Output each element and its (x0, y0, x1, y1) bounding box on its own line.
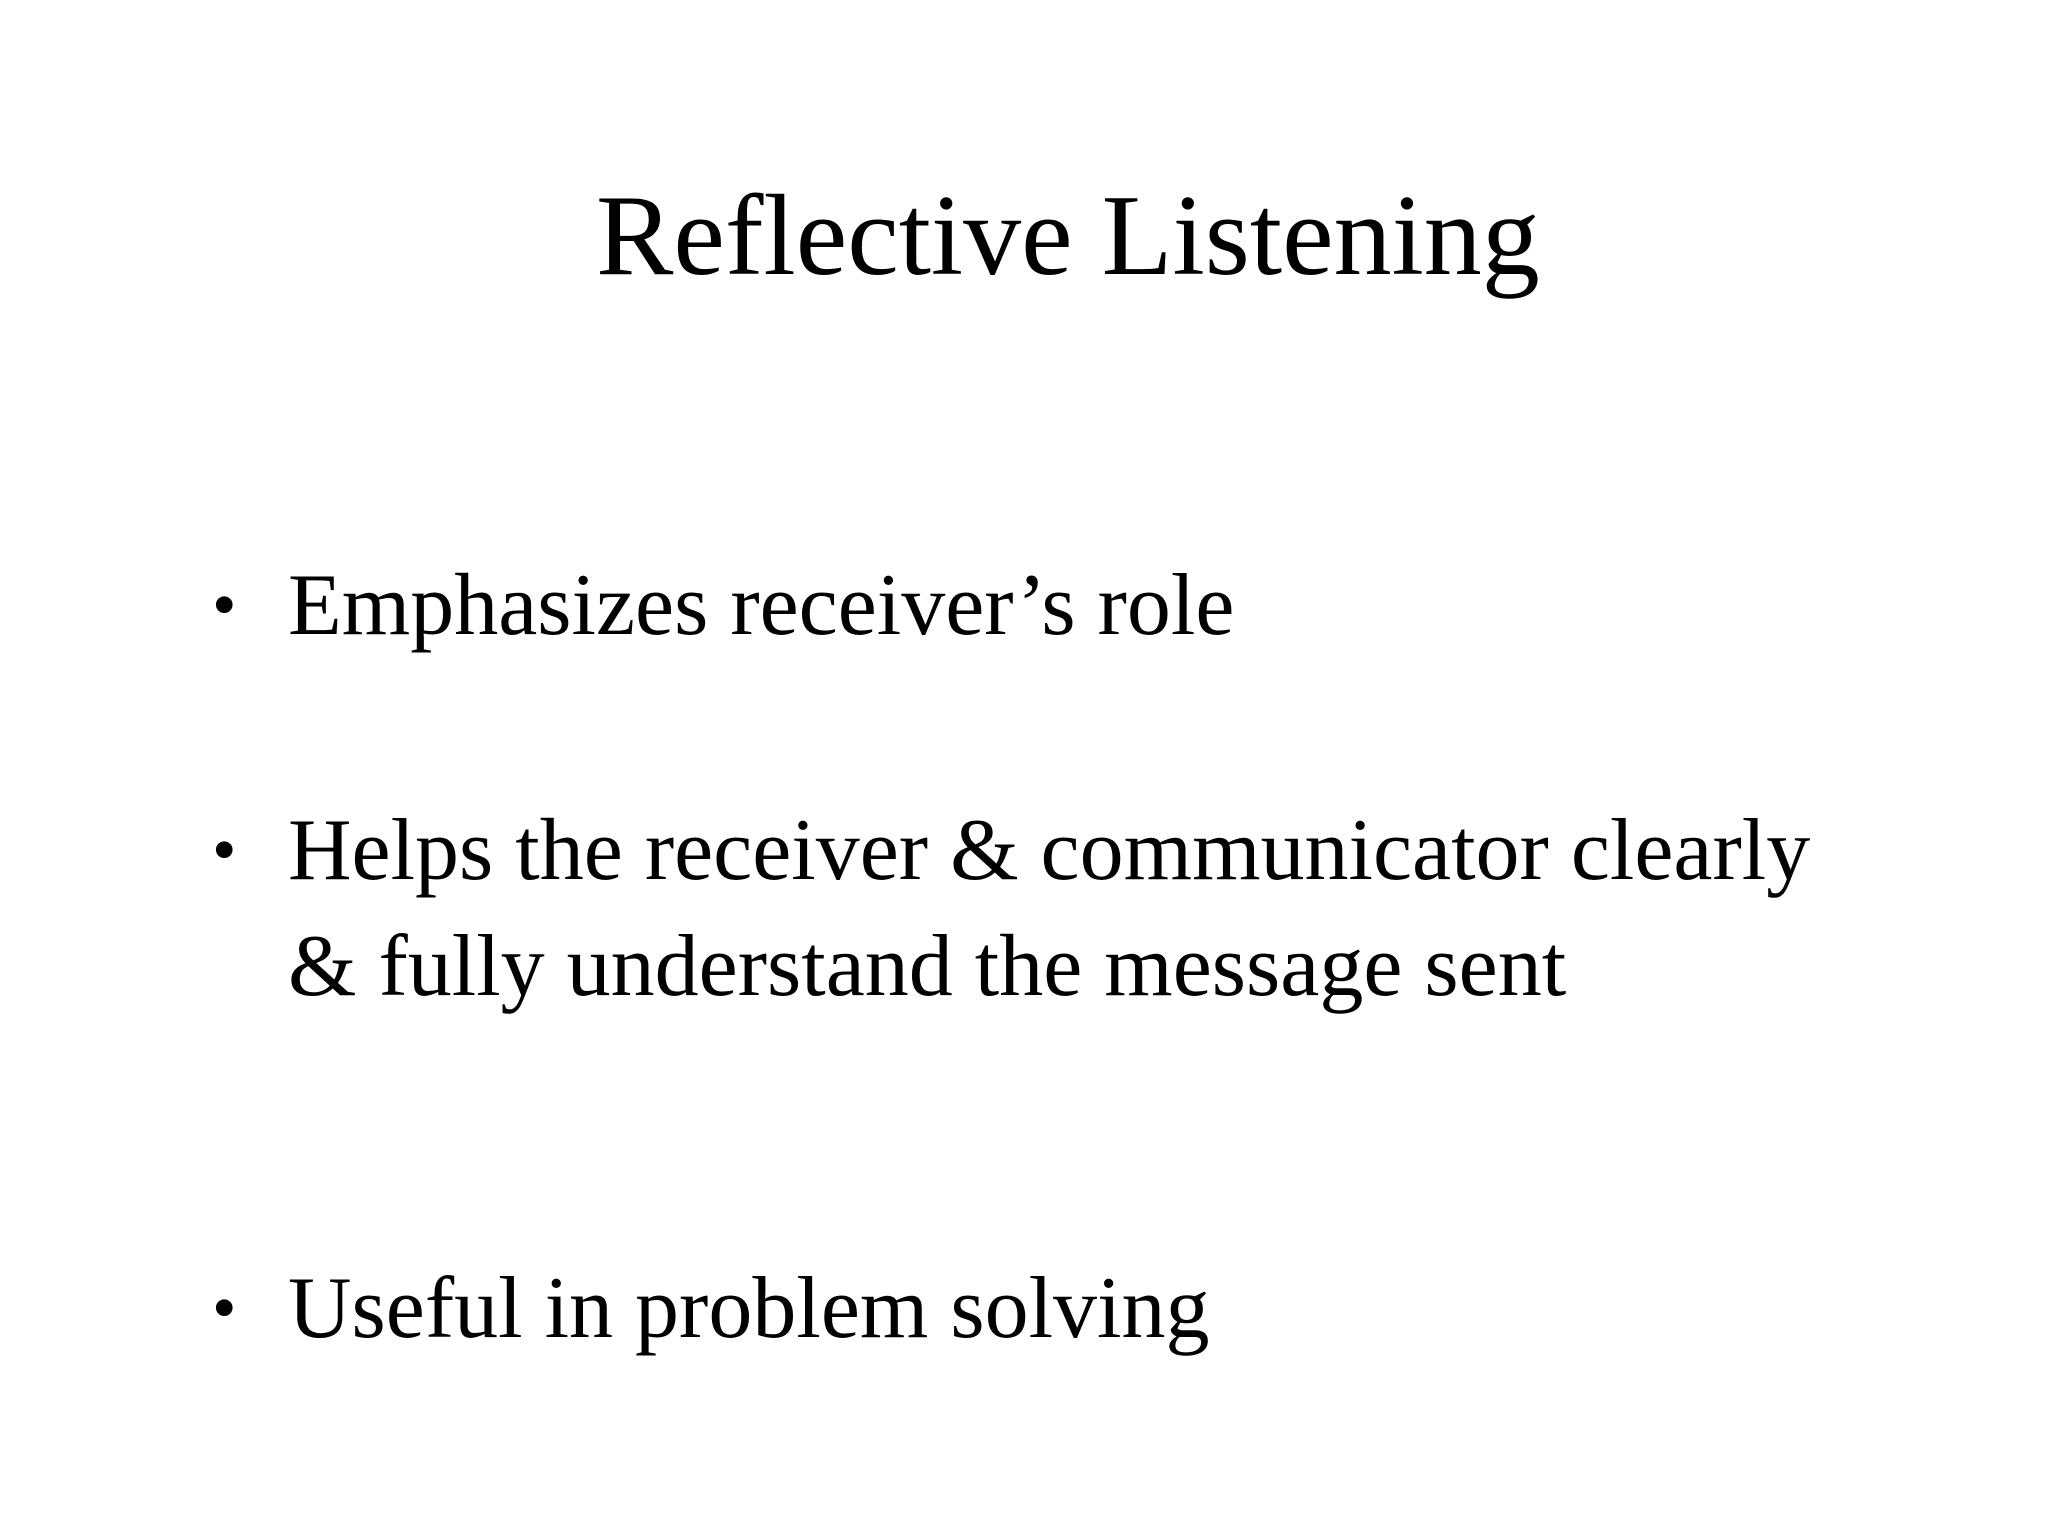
bullet-text: Helps the receiver & communicator clearl… (288, 802, 1811, 1015)
bullet-dot-icon: • (212, 1270, 237, 1347)
bullet-text: Emphasizes receiver’s role (288, 557, 1235, 654)
bullet-text: Useful in problem solving (288, 1260, 1210, 1357)
bullet-dot-icon: • (212, 812, 237, 889)
bullet-dot-icon: • (212, 567, 237, 644)
slide-title: Reflective Listening (596, 172, 1540, 300)
